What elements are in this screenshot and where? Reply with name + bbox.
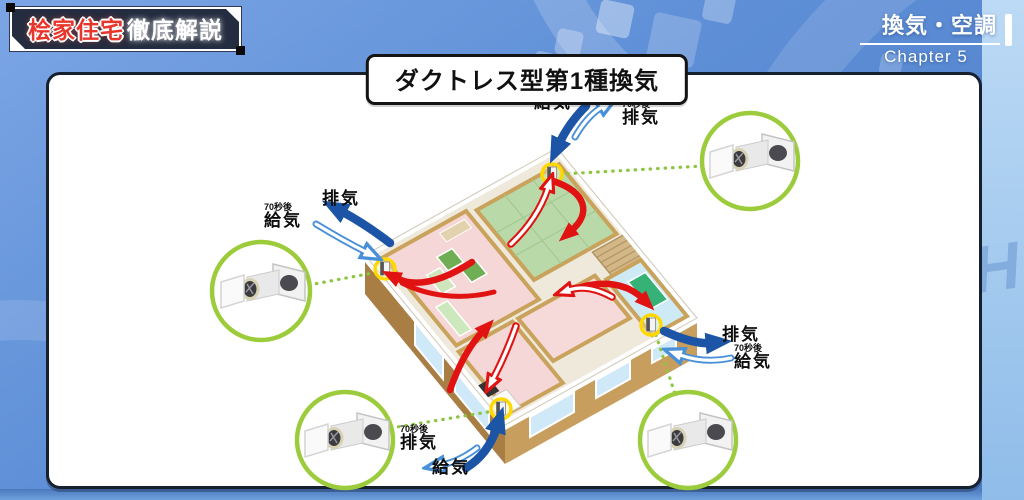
vent-label-bottom-supply: 給気	[432, 458, 470, 477]
badge-corner-square	[6, 3, 15, 12]
chapter-bar	[1005, 14, 1012, 46]
vent-label-left-supply: 70秒後 給気	[264, 202, 302, 231]
vent-label-bottom-exhaust: 70秒後 排気	[400, 424, 438, 453]
content-panel	[46, 72, 982, 489]
brand-name: 桧家住宅	[28, 17, 124, 43]
badge-suffix: 徹底解説	[127, 17, 223, 43]
vent-label-right-supply: 70秒後 給気	[734, 343, 772, 372]
chapter-category: 換気・空調	[881, 13, 997, 38]
exhaust-air-label: 排気	[322, 189, 360, 208]
side-strip: HI	[982, 0, 1024, 500]
badge-corner-square	[236, 46, 245, 55]
badge-corner-triangle	[226, 9, 239, 22]
vent-label-right-exhaust: 排気	[722, 325, 760, 344]
supply-air-label: 給気	[734, 352, 772, 372]
chapter-block: 換気・空調 Chapter 5	[860, 8, 1012, 67]
chapter-row: 換気・空調	[860, 8, 1012, 46]
program-badge: 桧家住宅 徹底解説	[6, 3, 245, 55]
exhaust-air-label: 排気	[722, 325, 760, 344]
exhaust-air-label: 排気	[400, 433, 438, 453]
vent-label-left-exhaust: 排気	[322, 189, 360, 208]
chapter-number: Chapter 5	[884, 47, 968, 66]
supply-air-label: 給気	[264, 211, 302, 231]
chapter-underline	[860, 43, 1000, 45]
background-square	[594, 0, 636, 40]
brand-watermark: HI	[982, 224, 1024, 308]
page-title: ダクトレス型第1種換気	[365, 54, 689, 105]
supply-air-label: 給気	[432, 458, 470, 477]
bottom-edge-strip	[0, 489, 1024, 500]
badge-corner-triangle	[12, 36, 25, 49]
exhaust-air-label: 排気	[622, 108, 660, 128]
